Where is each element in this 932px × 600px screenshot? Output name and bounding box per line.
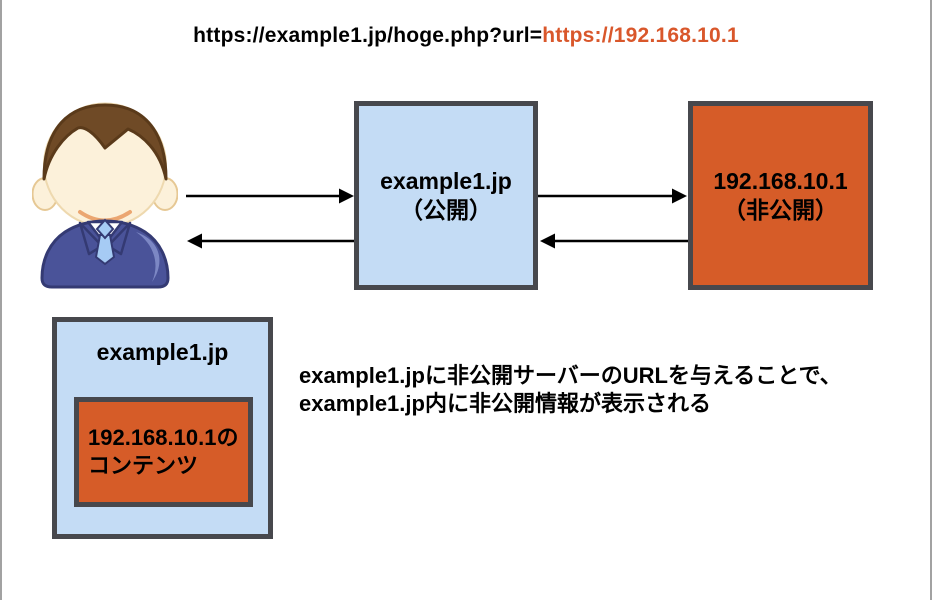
avatar-tie-knot-icon — [95, 218, 115, 240]
private-server-name: 192.168.10.1 — [713, 167, 848, 194]
avatar-lapel-icon — [106, 221, 132, 256]
request-url-title: https://example1.jp/hoge.php?url=https:/… — [2, 24, 930, 48]
arrow-public-to-user-icon — [187, 233, 354, 249]
url-base-text: https://example1.jp/hoge.php?url= — [193, 24, 543, 47]
public-server-name: example1.jp — [380, 167, 512, 194]
embedded-private-content-box: 192.168.10.1の コンテンツ — [74, 397, 253, 507]
user-avatar-icon — [32, 102, 178, 289]
private-server-visibility: （非公開） — [723, 196, 838, 223]
explanation-line2: example1.jp内に非公開情報が表示される — [299, 391, 711, 416]
url-target-text: https://192.168.10.1 — [542, 24, 739, 47]
avatar-lapel-icon — [78, 221, 104, 256]
arrow-public-to-private-icon — [538, 188, 687, 204]
public-server-visibility: （公開） — [400, 196, 492, 223]
arrow-private-to-public-icon — [540, 233, 688, 249]
explanation-line1: example1.jpに非公開サーバーのURLを与えることで、 — [299, 363, 842, 388]
private-server-box: 192.168.10.1 （非公開） — [688, 101, 873, 290]
public-server-box: example1.jp （公開） — [354, 101, 538, 290]
avatar-suit-highlight-icon — [136, 232, 160, 282]
avatar-hair-icon — [42, 103, 168, 181]
result-browser-box: example1.jp 192.168.10.1の コンテンツ — [52, 317, 273, 539]
embedded-content-line1: 192.168.10.1の — [88, 425, 239, 450]
result-site-label: example1.jp — [96, 339, 229, 365]
arrow-user-to-public-icon — [186, 188, 354, 204]
embedded-content-line2: コンテンツ — [88, 453, 199, 478]
explanation-text: example1.jpに非公開サーバーのURLを与えることで、 example1… — [299, 362, 842, 418]
